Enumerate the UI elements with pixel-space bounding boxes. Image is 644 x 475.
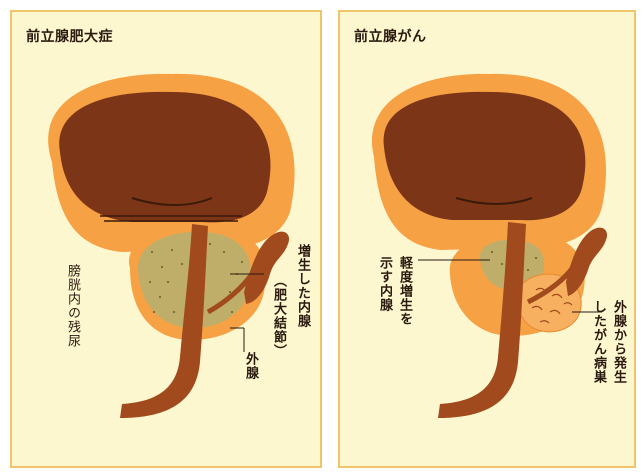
bph-illustration <box>12 12 324 470</box>
label-enlarged-inner-2: （肥大結節） <box>270 274 285 358</box>
cancer-panel: 前立腺がん 軽度増生を 示す内腺 外腺から発生 したがん病巣 <box>338 10 636 468</box>
bladder-lumen <box>384 92 586 220</box>
cancer-illustration <box>340 12 638 470</box>
label-lesion-2: したがん病巣 <box>590 300 605 384</box>
label-residual-urine: 膀胱内の残尿 <box>64 264 79 348</box>
label-mild-inner-1: 軽度増生を <box>396 256 411 326</box>
label-lesion-1: 外腺から発生 <box>610 300 625 384</box>
label-mild-inner-2: 示す内腺 <box>376 256 391 312</box>
label-outer-gland: 外腺 <box>242 352 257 380</box>
label-enlarged-inner-1: 増生した内腺 <box>294 244 309 328</box>
bph-panel: 前立腺肥大症 膀胱内の残尿 増生した内腺 （肥大 <box>10 10 322 468</box>
bladder-lumen <box>59 92 270 222</box>
